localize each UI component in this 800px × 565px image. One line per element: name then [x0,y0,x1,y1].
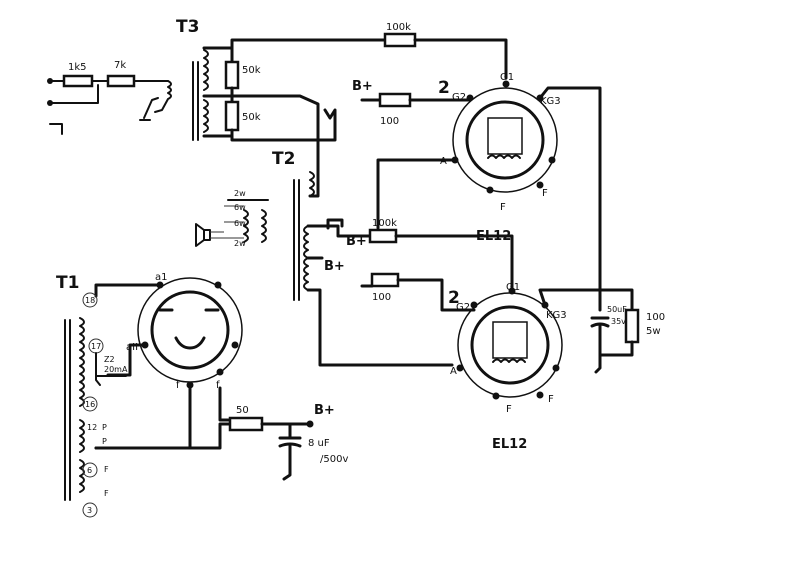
t2-label: T2 [272,149,295,169]
t1-fuse-label-b: 20mA [104,365,128,374]
lower-pin-f2: F [548,394,554,405]
lower-pin-g1: G1 [506,282,520,293]
t1-terminal-17-label: 17 [91,342,101,351]
tube-el12-upper: G1 G2 KG3 A F F EL12 [440,72,602,312]
b-plus-bottom-label: B+ [314,403,335,418]
feedback-resistor-top: 100k [383,22,508,80]
speaker-icon [203,229,211,241]
rectifier-pin-a2: aII [126,342,138,353]
transformer-t1: T1 18 17 16 12 6 3 P P F F Z2 20mA [56,273,222,518]
lower-pin-kg3: KG3 [546,310,567,321]
speaker-tap-4: 2w [234,239,246,248]
resistor-50k-upper-label: 50k [242,65,261,76]
t1-terminal-3-label: 3 [87,506,92,515]
resistor-100k-mid [368,228,398,244]
t1-terminal-6 [82,462,98,478]
tube-el12-lower: G1 G2 KG3 A F F EL12 [450,282,634,452]
cathode-cap-label-a: 50uF [607,305,627,314]
resistor-7k-label: 7k [114,60,126,71]
filter-cap-label-a: 8 uF [308,438,330,449]
t1-terminal-6-label: 6 [87,466,92,475]
resistor-50-supply [228,416,264,432]
t1-terminal-16 [82,396,98,412]
resistor-100-5w-label-b: 5w [646,326,661,337]
t1-terminal-18-label: 18 [85,296,95,305]
upper-tube-envelope [465,100,545,180]
cathode-network: 50uF 35v 100 5w [590,305,665,374]
resistor-100-upper-label: 100 [380,116,399,127]
t3-label: T3 [176,17,199,37]
t1-label: T1 [56,273,79,293]
resistor-100-upper [378,92,412,108]
resistor-1k5 [62,74,94,88]
resistor-100-5w-label-a: 100 [646,312,665,323]
speaker-tap-1: 2w [234,189,246,198]
t1-tap-p1: P [102,423,107,432]
lower-pin-a: A [450,366,457,377]
b-plus-mid-label: B+ [346,234,367,249]
t1-tap-f2: F [104,489,109,498]
speaker-tap-2: 6w [234,203,246,212]
filter-cap-label-b: /500v [320,454,348,465]
t1-tap-p2: P [102,437,107,446]
lower-g2-number: 2 [448,288,460,308]
speaker-tap-3: 6w [234,219,246,228]
t1-tap-f1: F [104,465,109,474]
upper-pin-f2: F [542,188,548,199]
upper-screen-feed: B+ 100 2 [352,78,472,127]
upper-g2-number: 2 [438,78,450,98]
rectifier-pin-f2: f [216,380,220,391]
t1-terminal-16-label: 16 [85,400,95,409]
cathode-cap-label-b: 35v [611,317,626,326]
lower-tube-envelope [470,305,550,385]
lower-screen-feed: 100 2 [360,272,476,312]
upper-tube-label: EL12 [476,229,511,244]
supply-filter: 50 B+ 8 uF /500v [218,403,348,481]
transformer-t2: T2 B+ [272,146,454,367]
speaker-cone-icon [195,223,205,247]
resistor-100k-top [383,32,417,48]
lower-tube-label: EL12 [492,437,527,452]
resistor-100k-mid-label: 100k [372,218,397,229]
t1-terminal-18 [82,292,98,308]
resistor-50k-lower [224,100,240,132]
resistor-100-5w [624,308,640,344]
resistor-50k-lower-label: 50k [242,112,261,123]
t1-terminal-12-label: 12 [87,423,97,432]
t1-terminal-3 [82,502,98,518]
upper-pin-g1: G1 [500,72,514,83]
rectifier-socket [137,277,243,383]
rectifier-pin-f1: f [176,380,180,391]
rectifier-envelope [150,290,230,370]
rectifier-pin-a1: a1 [155,272,168,283]
upper-pin-f: F [500,202,506,213]
mid-network: B+ 100k [346,218,514,290]
resistor-50-supply-label: 50 [236,405,249,416]
lower-pin-g2: G2 [456,302,470,313]
t1-fuse-label-a: Z2 [104,355,115,364]
upper-tube-socket [452,87,558,193]
speaker-output: 2w 6w 6w 2w [195,189,269,248]
upper-pin-a: A [440,156,447,167]
resistor-1k5-label: 1k5 [68,62,87,73]
resistor-7k [106,74,136,88]
b-plus-t2-label: B+ [324,259,345,274]
resistor-50k-upper [224,60,240,90]
resistor-100-lower-label: 100 [372,292,391,303]
upper-pin-kg3: KG3 [540,96,561,107]
b-plus-upper-label: B+ [352,79,373,94]
upper-pin-g2: G2 [452,92,466,103]
input-network: 1k5 7k [47,60,172,135]
lower-pin-f: F [506,404,512,415]
rectifier-tube: a1 aII f f [94,272,243,450]
transformer-t3: T3 50k 50k [176,17,387,150]
resistor-100-lower [370,272,400,288]
resistor-100k-top-label: 100k [386,22,411,33]
